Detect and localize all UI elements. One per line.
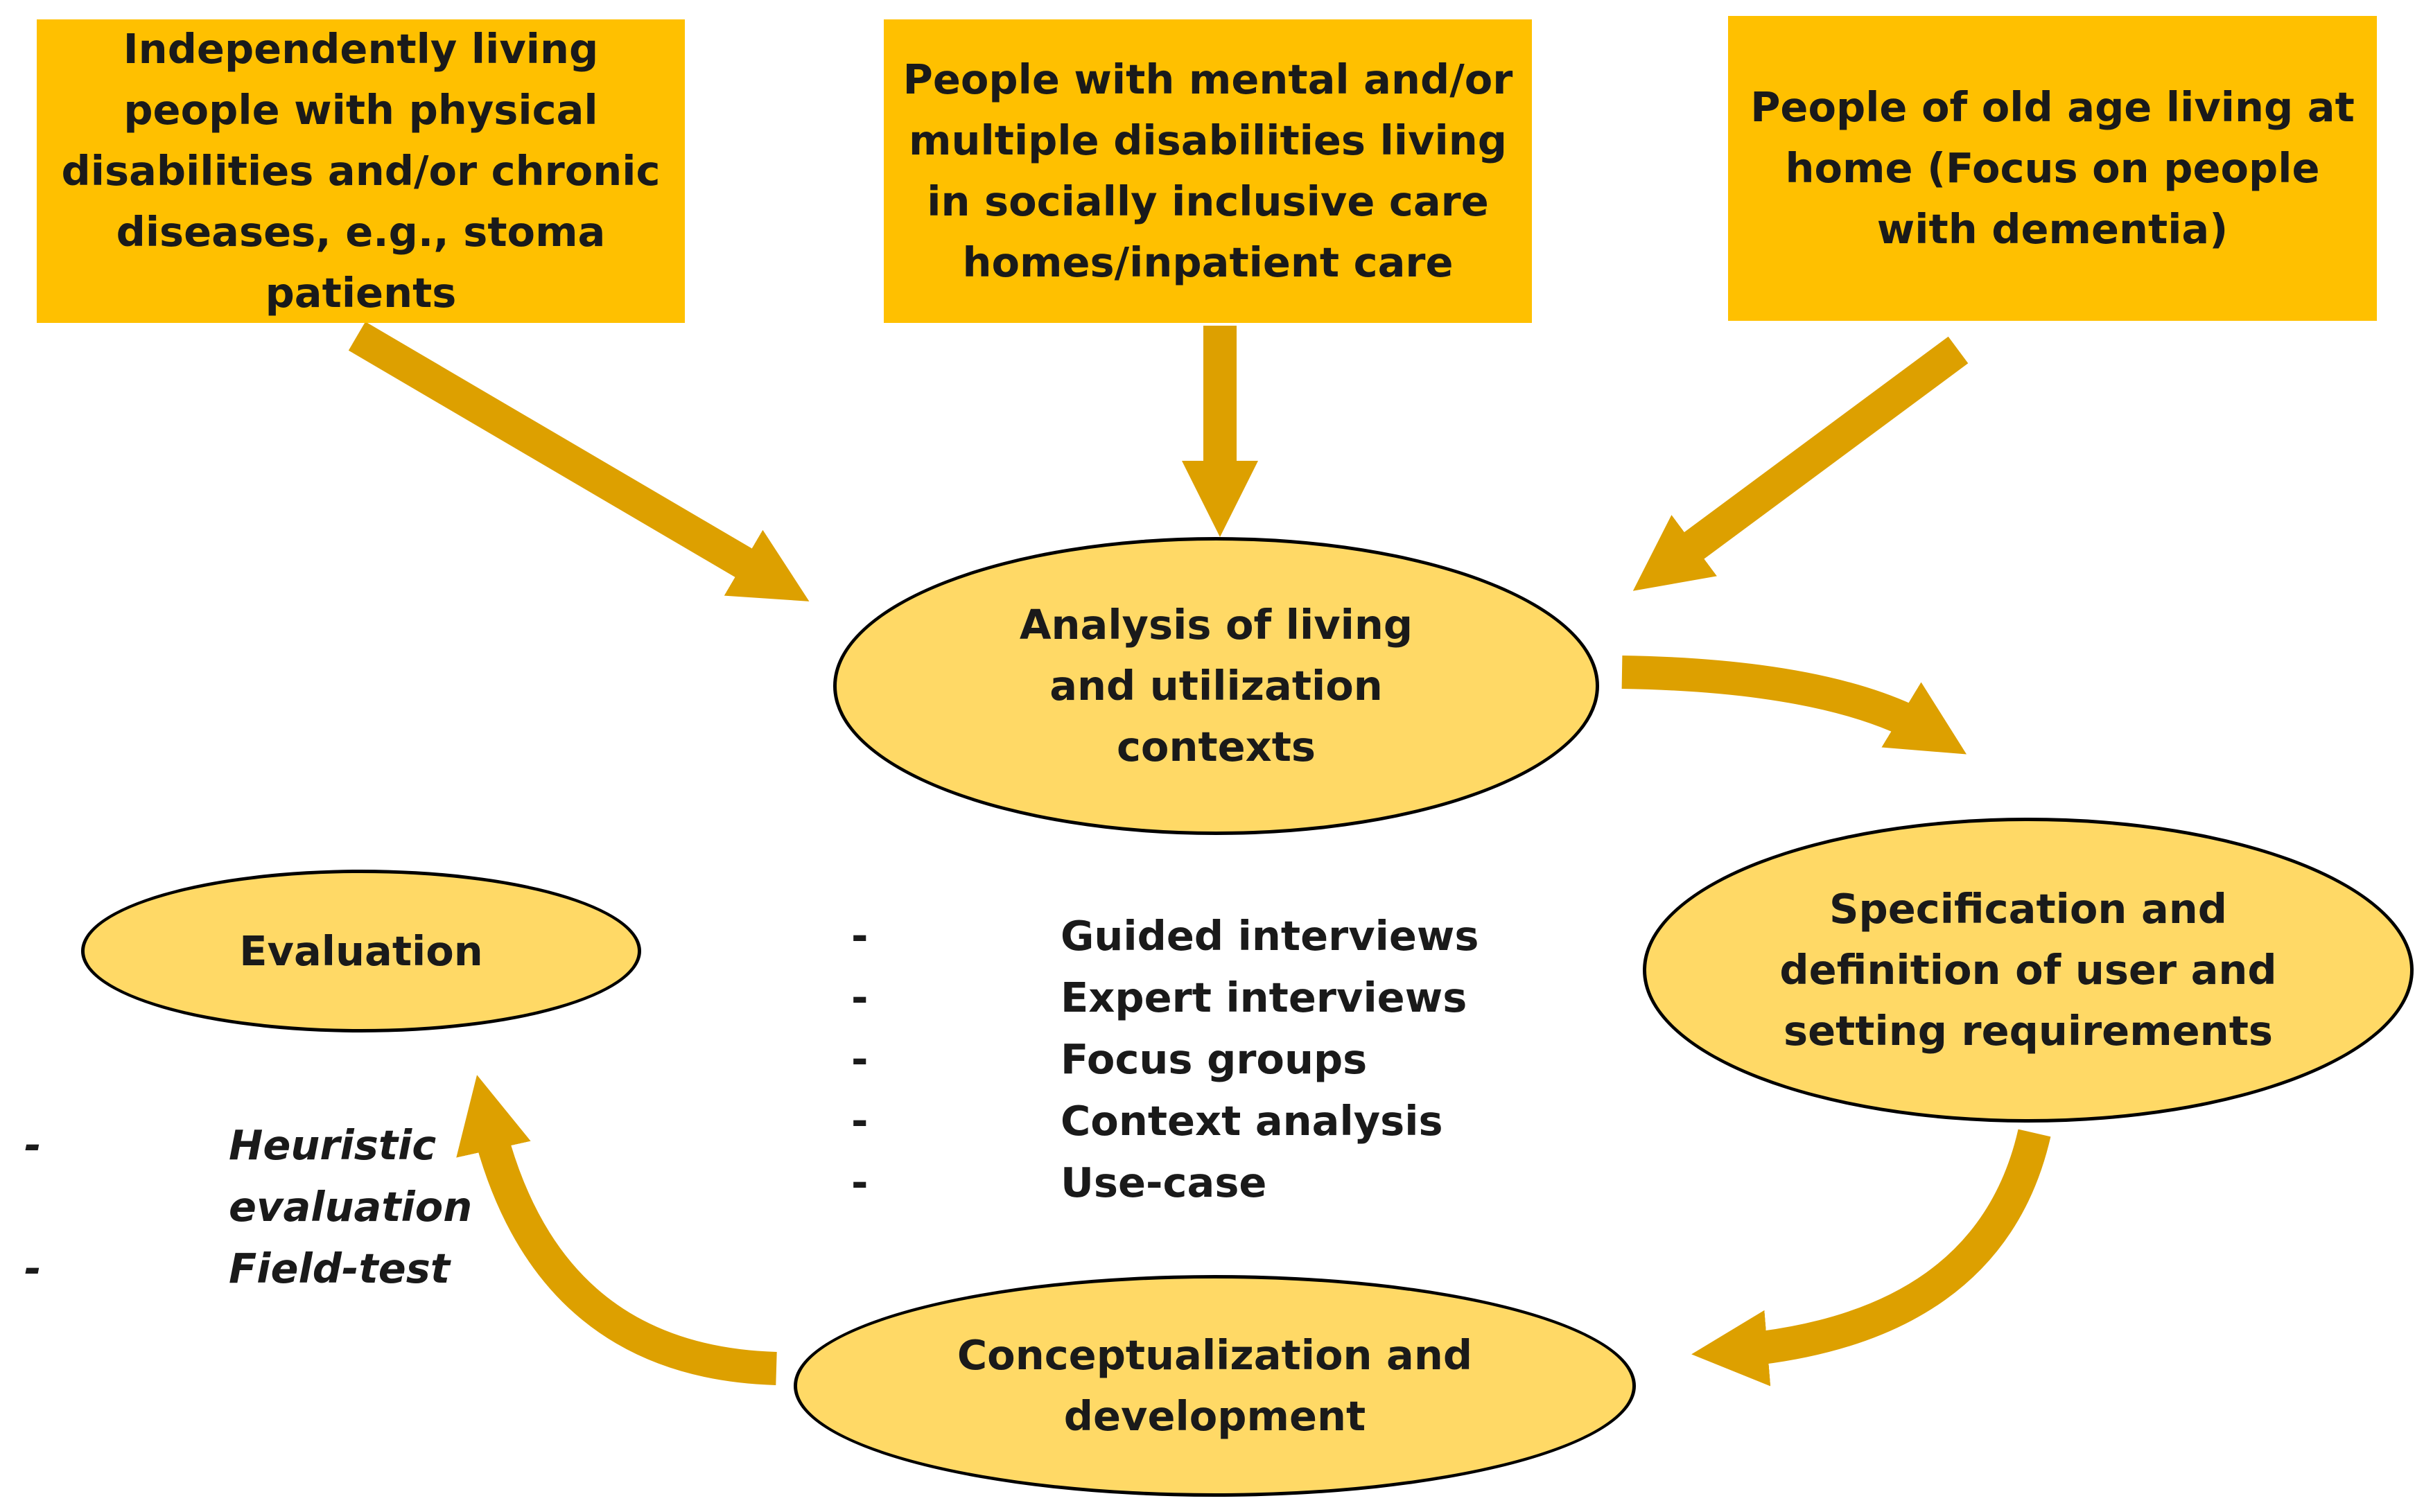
arrow-oldage-to-analysis [1632,336,1969,591]
arrow-specification-to-conceptualization [1691,1129,2051,1387]
list-dash: - [851,974,869,1021]
method-context-analysis: Context analysis [1061,1097,1443,1145]
stage-evaluation: Evaluation [81,870,641,1032]
stage-evaluation-label: Evaluation [239,926,483,975]
group-box-mental: People with mental and/or multiple disab… [884,19,1532,323]
list-dash: - [24,1121,42,1169]
method-expert-interviews: Expert interviews [1061,974,1467,1021]
list-dash: - [24,1245,42,1292]
stage-analysis-label: Analysis of living and utilization conte… [1019,601,1413,771]
group-label-mental: People with mental and/or multiple disab… [903,55,1513,286]
list-item: - Guided interviews [851,905,1479,967]
method-heuristic-line-1: Heuristic [229,1121,437,1169]
list-item: - Heuristic [24,1114,509,1176]
list-item: - Use-case [851,1152,1475,1213]
stage-conceptualization-label: Conceptualization and development [957,1331,1473,1440]
arrow-physical-to-analysis [348,322,810,601]
list-dash: - [851,912,869,960]
stage-specification-label: Specification and definition of user and… [1779,885,2277,1055]
list-item: - Focus groups [851,1028,1475,1090]
list-dash: - [851,1035,869,1083]
group-box-physical: Independently living people with physica… [37,19,685,323]
list-item: - Field-test [24,1238,509,1299]
list-dash: - [851,1159,869,1206]
method-heuristic-line-2: evaluation [229,1183,473,1231]
analysis-methods-list: - Guided interviews - Expert interviews … [851,905,1479,1213]
group-label-old-age: People of old age living at home (Focus … [1750,83,2355,253]
method-use-case: Use-case [1061,1159,1267,1206]
method-field-test: Field-test [229,1245,451,1292]
list-item: evaluation [24,1176,509,1238]
list-dash: - [851,1097,869,1145]
stage-analysis: Analysis of living and utilization conte… [833,537,1599,835]
list-item: - Context analysis [851,1090,1475,1152]
group-label-physical: Independently living people with physica… [61,25,661,317]
method-focus-groups: Focus groups [1061,1035,1368,1083]
stage-specification: Specification and definition of user and… [1643,818,2414,1123]
list-item: - Expert interviews [851,967,1475,1028]
stage-conceptualization: Conceptualization and development [794,1275,1636,1497]
group-box-old-age: People of old age living at home (Focus … [1728,16,2377,321]
arrow-analysis-to-specification [1621,656,1967,755]
method-guided-interviews: Guided interviews [1061,912,1479,960]
evaluation-methods-list: - Heuristic evaluation - Field-test [24,1114,509,1299]
arrow-conceptualization-to-evaluation [456,1075,777,1385]
